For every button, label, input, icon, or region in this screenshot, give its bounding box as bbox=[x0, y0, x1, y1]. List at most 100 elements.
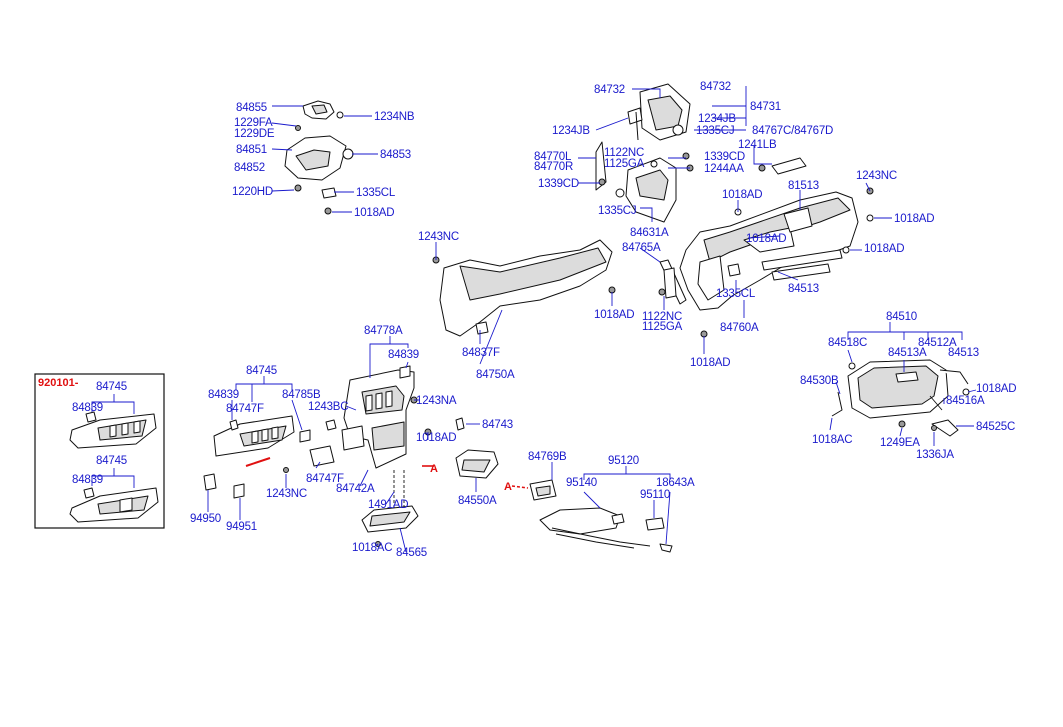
part-lower-pad-84750A bbox=[432, 239, 616, 337]
label-84510: 84510 bbox=[886, 311, 917, 323]
label-84767C-84767D: 84767C/84767D bbox=[752, 125, 833, 137]
label-1336JA: 1336JA bbox=[916, 449, 954, 461]
label-1125GA-a: 1125GA bbox=[604, 158, 645, 170]
label-1339CD-a: 1339CD bbox=[704, 151, 745, 163]
part-switch-94950 bbox=[203, 473, 245, 499]
label-84732-a: 84732 bbox=[594, 84, 625, 96]
label-84516A: 84516A bbox=[946, 395, 985, 407]
label-84765A: 84765A bbox=[622, 242, 661, 254]
label-1244AA: 1244AA bbox=[704, 163, 744, 175]
arrow-a-label-2: A bbox=[504, 481, 512, 493]
label-1018AD-d: 1018AD bbox=[746, 233, 786, 245]
label-1018AD-h: 1018AD bbox=[976, 383, 1016, 395]
label-84747F-b: 84747F bbox=[306, 473, 344, 485]
part-bracket-84550A bbox=[455, 449, 499, 479]
label-84745-c: 84745 bbox=[96, 455, 127, 467]
label-84770R: 84770R bbox=[534, 161, 573, 173]
label-1122NC-b: 1122NC bbox=[642, 311, 682, 323]
label-84760A: 84760A bbox=[720, 322, 759, 334]
label-1335CL-a: 1335CL bbox=[356, 187, 396, 199]
label-1234JB-a: 1234JB bbox=[552, 125, 590, 137]
label-84631A: 84631A bbox=[630, 227, 669, 239]
part-inset-panel-upper bbox=[69, 411, 157, 449]
part-harness-95120 bbox=[529, 479, 673, 553]
part-center-fascia-84778A bbox=[309, 365, 465, 520]
label-81513: 81513 bbox=[788, 180, 819, 192]
label-84770L: 84770L bbox=[534, 151, 572, 163]
part-cover-84851 bbox=[284, 135, 354, 215]
label-1229DE: 1229DE bbox=[234, 128, 275, 140]
label-94950: 94950 bbox=[190, 513, 221, 525]
part-bracket-84855 bbox=[295, 100, 344, 131]
label-1335CL-b: 1335CL bbox=[716, 288, 756, 300]
part-switch-panel-84745 bbox=[213, 415, 311, 473]
inset-date-code: 920101- bbox=[38, 377, 79, 389]
label-1122NC-a: 1122NC bbox=[604, 147, 644, 159]
label-1243BC: 1243BC bbox=[308, 401, 348, 413]
label-1249EA: 1249EA bbox=[880, 437, 920, 449]
label-84550A: 84550A bbox=[458, 495, 497, 507]
label-1234NB: 1234NB bbox=[374, 111, 415, 123]
label-84731: 84731 bbox=[750, 101, 781, 113]
part-bracket-84765A bbox=[658, 259, 708, 338]
label-1491AD: 1491AD bbox=[368, 499, 408, 511]
label-1229FA: 1229FA bbox=[234, 117, 273, 129]
label-84742A: 84742A bbox=[336, 483, 375, 495]
label-1234JB-b: 1234JB bbox=[698, 113, 736, 125]
inset-frame bbox=[34, 373, 165, 529]
label-1018AC-a: 1018AC bbox=[812, 434, 852, 446]
arrow-a-marker-2 bbox=[511, 485, 529, 489]
label-1018AC-b: 1018AC bbox=[352, 542, 392, 554]
part-labels: 84855 1229FA 1229DE 1234NB 84851 84852 8… bbox=[38, 81, 1017, 559]
label-84855: 84855 bbox=[236, 102, 267, 114]
label-84778A: 84778A bbox=[364, 325, 403, 337]
label-84745-a: 84745 bbox=[246, 365, 277, 377]
label-84512A: 84512A bbox=[918, 337, 957, 349]
label-1241LB: 1241LB bbox=[738, 139, 777, 151]
part-inset-panel-lower bbox=[69, 487, 159, 523]
label-84743: 84743 bbox=[482, 419, 513, 431]
label-95120: 95120 bbox=[608, 455, 639, 467]
label-84785B: 84785B bbox=[282, 389, 321, 401]
part-tray-84565 bbox=[361, 505, 419, 547]
label-84750A: 84750A bbox=[476, 369, 515, 381]
label-84769B: 84769B bbox=[528, 451, 567, 463]
label-84852: 84852 bbox=[234, 162, 265, 174]
label-84513A: 84513A bbox=[888, 347, 927, 359]
label-84839-b: 84839 bbox=[208, 389, 239, 401]
leader-lines bbox=[91, 86, 977, 553]
label-84837F: 84837F bbox=[462, 347, 500, 359]
label-1018AD-i: 1018AD bbox=[416, 432, 456, 444]
label-84839-d: 84839 bbox=[72, 474, 103, 486]
label-1243NA: 1243NA bbox=[416, 395, 457, 407]
label-1018AD-e: 1018AD bbox=[864, 243, 904, 255]
label-84851: 84851 bbox=[236, 144, 267, 156]
label-84747F-a: 84747F bbox=[226, 403, 264, 415]
label-1220HD: 1220HD bbox=[232, 186, 273, 198]
label-1018AD-f: 1018AD bbox=[594, 309, 634, 321]
label-84525C: 84525C bbox=[976, 421, 1015, 433]
label-1018AD-g: 1018AD bbox=[690, 357, 730, 369]
label-84745-b: 84745 bbox=[96, 381, 127, 393]
part-bracket-84731 bbox=[627, 83, 691, 141]
label-84518C: 84518C bbox=[828, 337, 867, 349]
label-84853: 84853 bbox=[380, 149, 411, 161]
label-1125GA-b: 1125GA bbox=[642, 321, 683, 333]
label-1335CJ-b: 1335CJ bbox=[598, 205, 636, 217]
label-84530B: 84530B bbox=[800, 375, 839, 387]
part-crash-pad-84760A bbox=[679, 187, 874, 311]
label-95110: 95110 bbox=[640, 489, 670, 501]
label-84513-b: 84513 bbox=[948, 347, 979, 359]
label-84565: 84565 bbox=[396, 547, 427, 559]
part-glove-box-84510 bbox=[831, 359, 970, 437]
label-18643A: 18643A bbox=[656, 477, 695, 489]
label-1243NC-c: 1243NC bbox=[266, 488, 307, 500]
label-1018AD-a: 1018AD bbox=[354, 207, 394, 219]
label-1335CJ-a: 1335CJ bbox=[696, 125, 734, 137]
label-84839-a: 84839 bbox=[388, 349, 419, 361]
label-95140: 95140 bbox=[566, 477, 597, 489]
label-84513-a: 84513 bbox=[788, 283, 819, 295]
label-84839-c: 84839 bbox=[72, 402, 103, 414]
label-1339CD-b: 1339CD bbox=[538, 178, 579, 190]
